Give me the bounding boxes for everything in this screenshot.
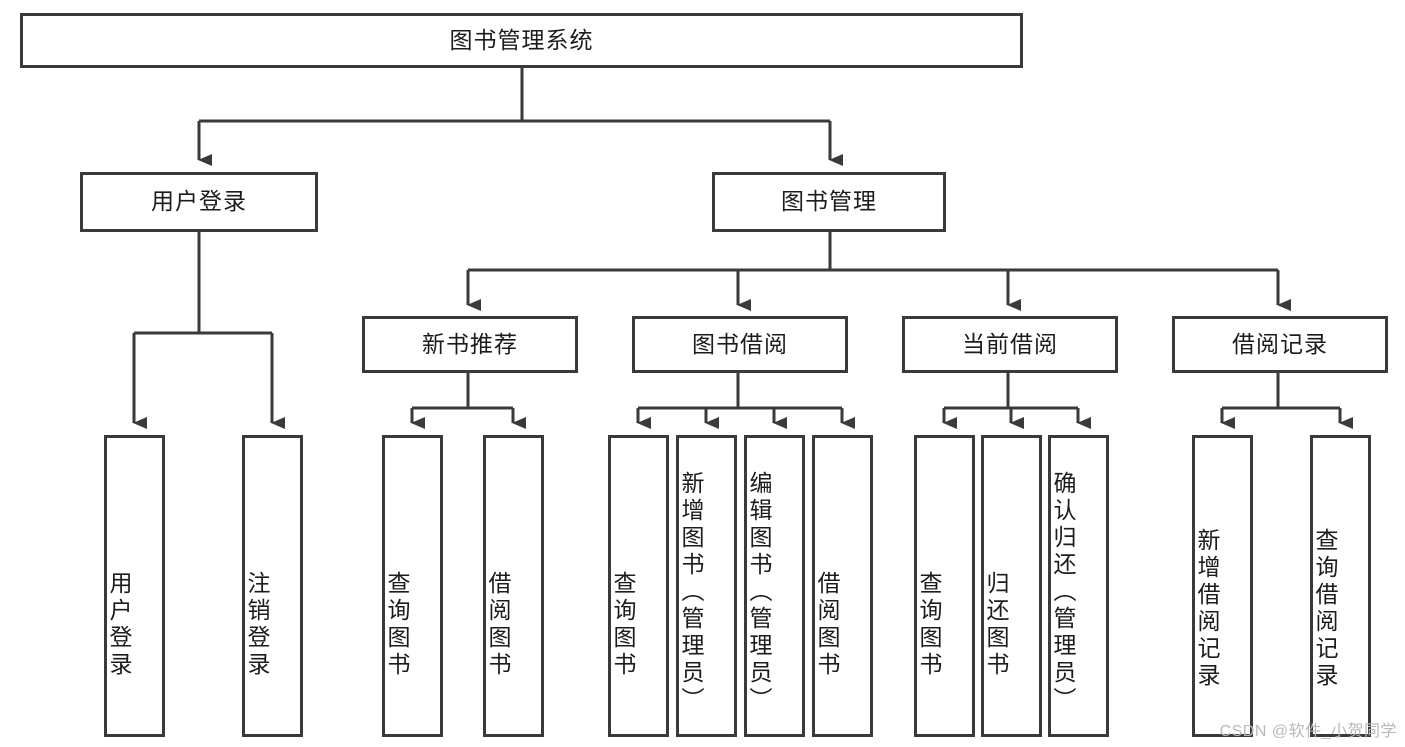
leaf-add-book[interactable]: 新增图书（管理员） xyxy=(676,435,737,737)
node-borrow-record-label: 借阅记录 xyxy=(1232,330,1328,357)
node-root[interactable]: 图书管理系统 xyxy=(20,13,1023,68)
node-borrow-record[interactable]: 借阅记录 xyxy=(1172,316,1388,373)
node-root-label: 图书管理系统 xyxy=(449,26,594,53)
node-book-borrow-label: 图书借阅 xyxy=(692,330,788,357)
leaf-query-book-3[interactable]: 查询图书 xyxy=(914,435,975,737)
node-user-login[interactable]: 用户登录 xyxy=(80,172,318,232)
node-book-borrow[interactable]: 图书借阅 xyxy=(632,316,848,373)
leaf-logout-label: 注销登录 xyxy=(244,571,270,679)
leaf-query-book-2[interactable]: 查询图书 xyxy=(608,435,669,737)
leaf-add-book-label: 新增图书（管理员） xyxy=(678,470,704,714)
leaf-borrow-book-1[interactable]: 借阅图书 xyxy=(483,435,544,737)
leaf-query-book-1-label: 查询图书 xyxy=(384,571,410,679)
leaf-query-book-2-label: 查询图书 xyxy=(610,571,636,679)
leaf-query-record-label: 查询借阅记录 xyxy=(1312,527,1338,690)
leaf-add-record[interactable]: 新增借阅记录 xyxy=(1192,435,1253,737)
node-book-manage-label: 图书管理 xyxy=(781,188,877,215)
node-user-login-label: 用户登录 xyxy=(151,188,247,215)
leaf-confirm-return[interactable]: 确认归还（管理员） xyxy=(1048,435,1109,737)
leaf-return-book-label: 归还图书 xyxy=(983,571,1009,679)
leaf-add-record-label: 新增借阅记录 xyxy=(1194,527,1220,690)
node-current-borrow[interactable]: 当前借阅 xyxy=(902,316,1118,373)
leaf-query-record[interactable]: 查询借阅记录 xyxy=(1310,435,1371,737)
leaf-borrow-book-2-label: 借阅图书 xyxy=(814,571,840,679)
leaf-return-book[interactable]: 归还图书 xyxy=(981,435,1042,737)
leaf-edit-book-label: 编辑图书（管理员） xyxy=(746,470,772,714)
node-new-book-recommend-label: 新书推荐 xyxy=(422,330,518,357)
leaf-query-book-3-label: 查询图书 xyxy=(916,571,942,679)
leaf-user-login-label: 用户登录 xyxy=(106,571,132,679)
leaf-borrow-book-1-label: 借阅图书 xyxy=(485,571,511,679)
node-new-book-recommend[interactable]: 新书推荐 xyxy=(362,316,578,373)
leaf-borrow-book-2[interactable]: 借阅图书 xyxy=(812,435,873,737)
leaf-confirm-return-label: 确认归还（管理员） xyxy=(1050,470,1076,714)
node-book-manage[interactable]: 图书管理 xyxy=(712,172,946,232)
leaf-user-login[interactable]: 用户登录 xyxy=(104,435,165,737)
leaf-logout[interactable]: 注销登录 xyxy=(242,435,303,737)
leaf-query-book-1[interactable]: 查询图书 xyxy=(382,435,443,737)
node-current-borrow-label: 当前借阅 xyxy=(962,330,1058,357)
leaf-edit-book[interactable]: 编辑图书（管理员） xyxy=(744,435,805,737)
